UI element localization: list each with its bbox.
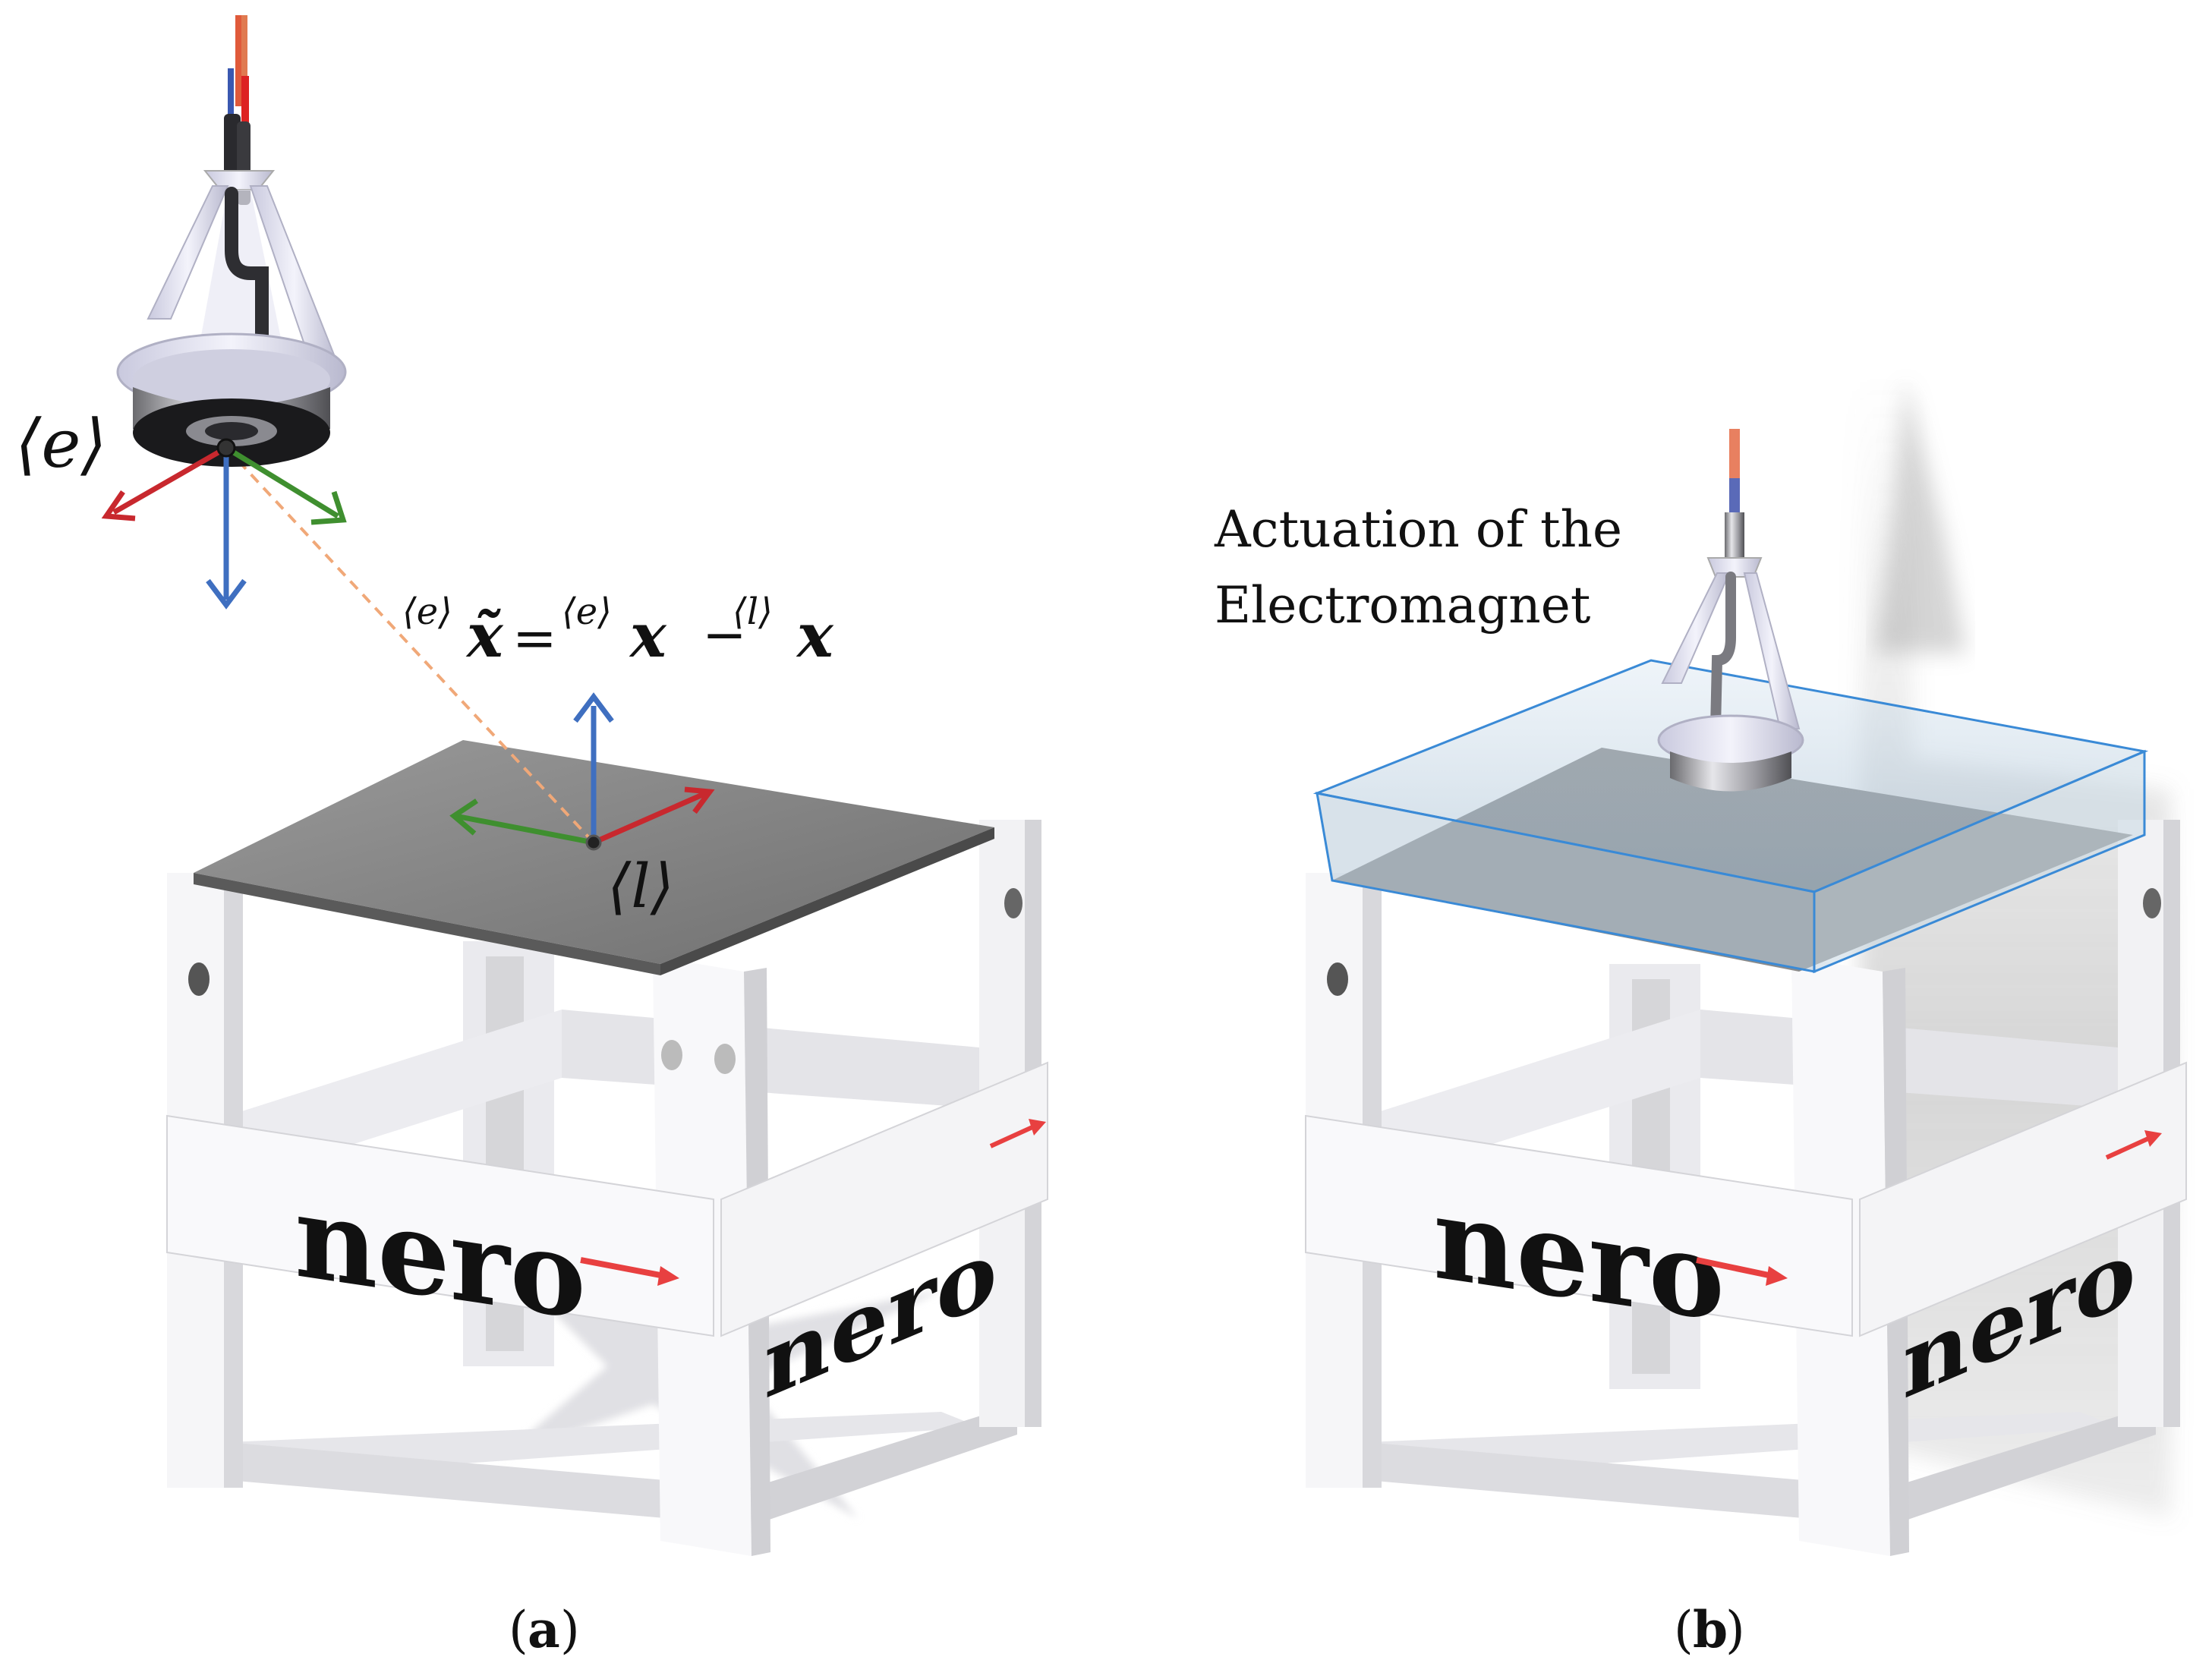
axis-e-x [112,445,228,515]
caption-a-letter: a [528,1600,560,1659]
stand-back-bar-right [562,1010,979,1108]
stand-left-hole [188,962,210,996]
electromagnet-gripper-icon [116,15,347,467]
marker-arrow-left [580,1257,661,1278]
axis-e-y [225,446,339,518]
eq-equals: = [512,607,557,669]
caption-b: ( b ) [1674,1600,1745,1659]
caption-a-open: ( [509,1601,528,1659]
eq-minus: − [702,603,747,666]
panel-a: nero nero ⟨l⟩ [15,15,1048,1659]
annotation-line-1: Actuation of the [1214,500,1622,559]
platform-stand-icon: nero nero [1305,659,2187,1556]
stand-bottom-bar-front [228,1442,752,1526]
eq-sup-lhs: ⟨e⟩ [402,591,452,633]
annotation-line-2: Electromagnet [1215,576,1590,635]
panel-b: nero nero Actuation of the Electromagnet… [1214,380,2187,1659]
stand-right-hole [1004,888,1022,918]
marker-arrow-right [989,1125,1034,1148]
caption-a-close: ) [560,1601,580,1659]
eq-rhs: x [796,600,834,671]
frame-e-label: ⟨e⟩ [15,405,107,483]
electromagnet-gripper-icon [1657,429,1804,792]
caption-a: ( a ) [509,1600,580,1659]
water-box-side [1813,749,2146,974]
stand-bottom-bar-right [752,1404,1017,1526]
caption-b-close: ) [1725,1601,1745,1659]
caption-b-open: ( [1674,1601,1694,1659]
frame-l-axes [449,692,715,851]
eq-lhs: x̃ [465,600,504,671]
frame-e-axes [101,438,347,610]
axis-l-x [592,790,707,846]
error-equation: ⟨e⟩ x̃ = ⟨e⟩ x − ⟨l⟩ x [402,591,834,671]
front-band-left [166,1114,714,1337]
front-band-right [720,1061,1048,1337]
eq-sup-mid: ⟨e⟩ [562,591,612,633]
platform-stand-icon: nero nero [166,740,1048,1556]
top-plate [194,740,994,964]
frame-l-label: ⟨l⟩ [607,851,674,921]
axis-l-y [455,813,594,846]
eq-mid: x [629,600,667,671]
caption-b-letter: b [1693,1600,1728,1659]
eq-sup-rhs: ⟨l⟩ [733,591,773,633]
